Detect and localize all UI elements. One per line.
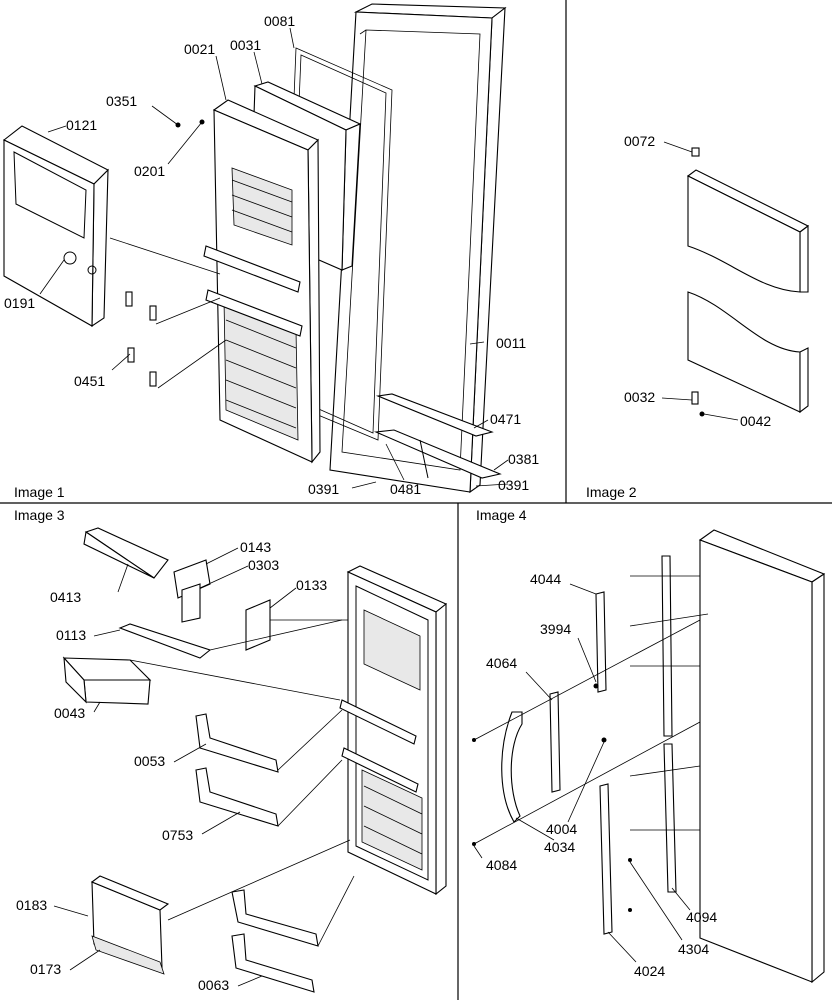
dispenser-cover-0413 [84,527,169,579]
leader-lines-image1 [39,27,509,489]
callout-image1-3: 0351 [106,93,137,109]
trim-strip-lower [663,743,677,893]
callout-image1-12: 0481 [390,481,421,497]
callout-image3-3: 0133 [296,577,327,593]
callout-image1-11: 0391 [308,481,339,497]
trim-4044 [595,591,607,693]
callout-image1-6: 0191 [4,295,35,311]
callout-image2-2: 0042 [740,413,771,429]
image2-group: 0072 0032 0042 Image 2 [586,133,810,500]
callout-image4-4: 4034 [544,839,575,855]
small-hardware-image1 [125,119,205,387]
callout-image1-1: 0021 [184,41,215,57]
callout-image1-9: 0471 [490,411,521,427]
callout-image4-1: 3994 [540,621,571,637]
callout-image3-4: 0113 [56,627,86,643]
door-bin-0063-lower [231,933,315,993]
trim-0113 [118,623,212,659]
callout-image1-10: 0381 [508,451,539,467]
callout-image4-3: 4004 [546,821,577,837]
callout-image1-4: 0121 [66,117,97,133]
callout-image4-6: 4094 [686,909,717,925]
callout-image3-9: 0173 [30,961,61,977]
door-panel-0011 [329,3,507,494]
bracket-0133 [245,599,271,651]
door-bin-0753 [195,767,279,827]
callout-image3-6: 0053 [134,753,165,769]
door-bin-0063-upper [231,889,319,947]
callout-image3-10: 0063 [198,977,229,993]
door-bin-0053 [195,713,279,773]
fresh-food-door-liner [339,565,448,896]
callout-image1-13: 0391 [498,477,529,493]
callout-image3-8: 0183 [16,897,47,913]
callout-image4-2: 4064 [486,655,517,671]
panel-title-image1: Image 1 [14,484,65,500]
callout-image2-0: 0072 [624,133,655,149]
freezer-door-panel [686,169,810,414]
callout-image3-7: 0753 [162,827,193,843]
panel-title-image4: Image 4 [476,507,527,523]
callout-image1-5: 0201 [134,163,165,179]
image3-group: 0143 0303 0413 0133 0113 0043 0053 0753 … [14,507,448,993]
dispenser-frame-0121 [2,125,109,328]
callout-image3-5: 0043 [54,705,85,721]
panel-title-image3: Image 3 [14,507,65,523]
bin-0043 [62,656,152,705]
hinge-pin-icon [691,147,700,157]
inner-door-liner [203,99,321,464]
callout-image4-0: 4044 [530,571,561,587]
hinge-bottom-icon [691,391,699,405]
chute-housing-0173 [90,875,170,975]
trim-4064 [549,691,561,793]
callout-image3-0: 0143 [240,539,271,555]
leader-lines-image2 [661,141,739,421]
bottom-trim-parts [373,393,502,479]
image4-group: 4044 3994 4064 4004 4034 4084 4094 4304 … [472,507,826,984]
callout-image3-2: 0413 [50,589,81,605]
handle-4034 [501,711,523,823]
trim-4024 [599,783,613,935]
panel-title-image2: Image 2 [586,484,637,500]
callout-image1-8: 0011 [496,335,526,351]
door-slab [698,529,826,984]
bracket-0143 [173,559,211,599]
callout-image2-1: 0032 [624,389,655,405]
callout-image4-5: 4084 [486,857,517,873]
leader-lines-image4 [473,575,709,963]
trim-strip-upper [661,555,673,737]
bracket-0303 [181,583,201,623]
callout-image1-0: 0081 [264,13,295,29]
callout-image4-8: 4024 [634,963,665,979]
callout-image3-1: 0303 [248,557,279,573]
callout-image4-7: 4304 [678,941,709,957]
callout-image1-2: 0031 [230,37,261,53]
image1-group: 0081 0021 0031 0351 0121 0201 0191 0451 … [2,3,539,500]
leader-lines-image3 [53,547,355,987]
callout-image1-7: 0451 [74,373,105,389]
